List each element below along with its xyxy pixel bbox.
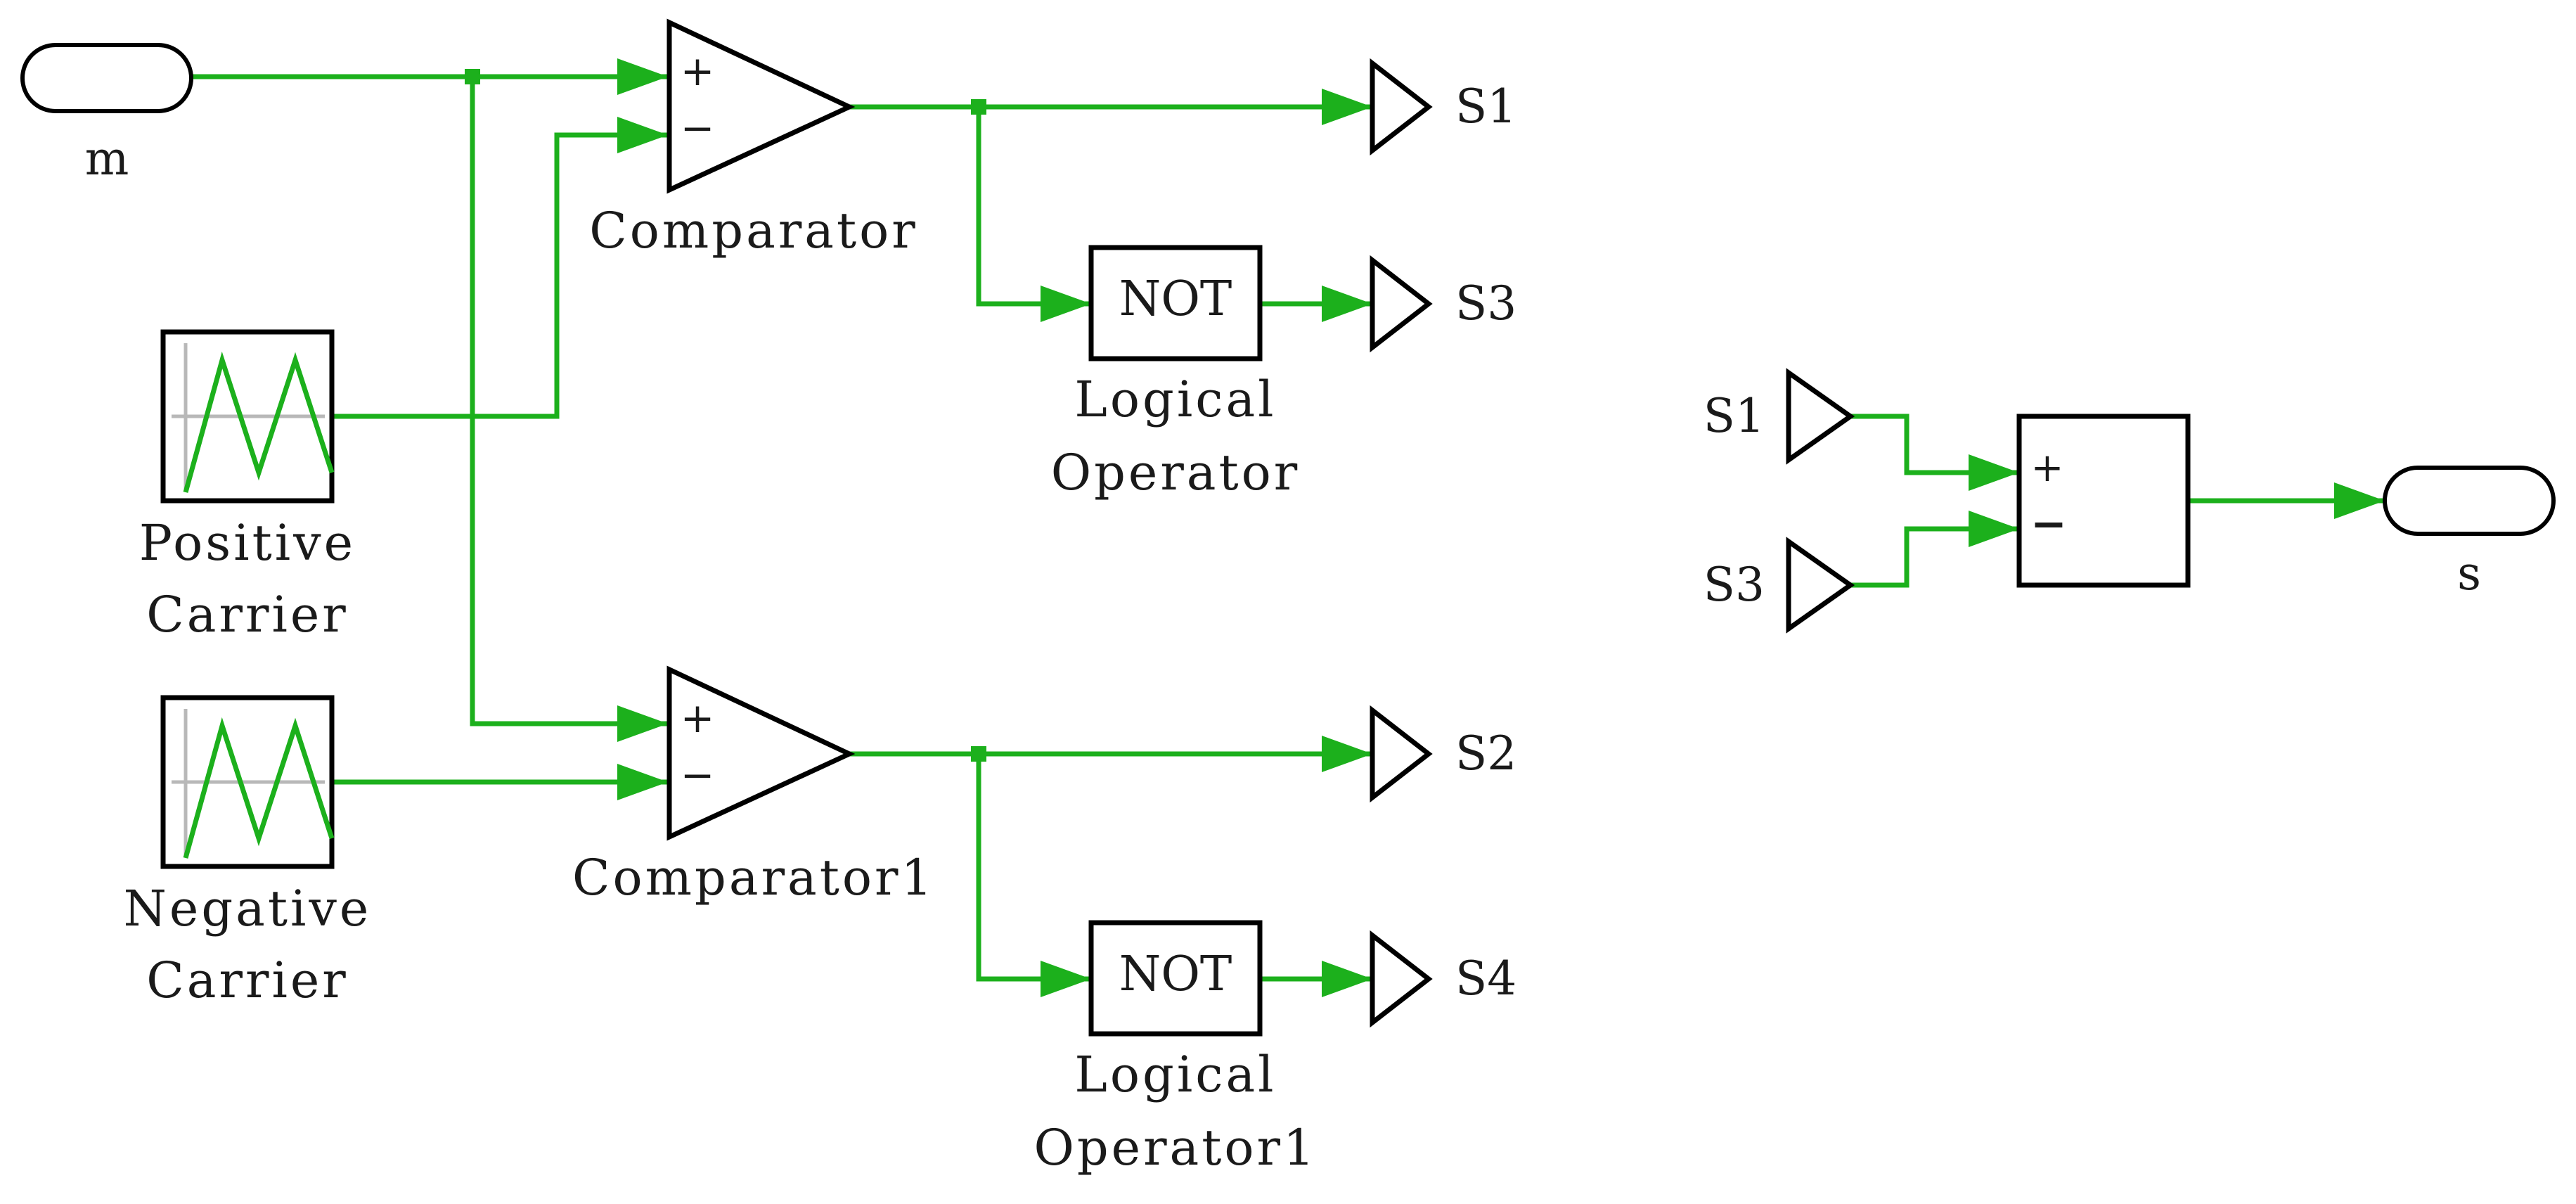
inport-shape[interactable] (20, 43, 193, 113)
goto-tag-label: S1 (1455, 79, 1516, 134)
carrier-label-line2: Carrier (146, 586, 349, 643)
comparator-triangle[interactable] (666, 18, 856, 194)
not-text: NOT (1119, 947, 1232, 1002)
goto-tag-label: S4 (1455, 952, 1516, 1006)
logical-operator-label-line2: Operator1 (1033, 1119, 1317, 1177)
comparator-minus-sign: − (681, 751, 715, 799)
goto-triangle[interactable] (1370, 58, 1433, 156)
comparator1-block[interactable]: + − Comparator1 (572, 665, 935, 907)
logical-operator-label-line2: Operator (1051, 444, 1301, 501)
wire-m-to-comparator1-plus[interactable] (470, 77, 668, 742)
comparator-plus-sign: + (681, 694, 715, 742)
comparator-plus-sign: + (681, 47, 715, 95)
wire-from-s3-to-sum-minus[interactable] (1850, 511, 2019, 588)
triangle-wave-icon (172, 709, 335, 859)
inport-m[interactable]: m (20, 43, 193, 186)
sum-block[interactable]: + − (2016, 414, 2191, 588)
branch-point (971, 746, 986, 762)
outport-s[interactable]: s (2383, 466, 2556, 601)
goto-tag-s2[interactable]: S2 (1370, 705, 1516, 803)
logical-operator1-block[interactable]: NOT Logical Operator1 (1033, 920, 1317, 1177)
triangle-wave-icon (172, 343, 335, 493)
goto-tag-label: S2 (1455, 726, 1516, 781)
from-tag-s3[interactable]: S3 (1704, 537, 1855, 634)
comparator-label: Comparator1 (572, 849, 935, 907)
outport-label: s (2457, 546, 2481, 601)
carrier-label-line1: Positive (139, 514, 356, 572)
carrier-label-line1: Negative (124, 880, 372, 937)
wire-comparator1-to-not1[interactable] (976, 754, 1091, 997)
logical-operator-label-line1: Logical (1074, 371, 1276, 428)
from-triangle[interactable] (1786, 537, 1855, 634)
comparator-triangle[interactable] (666, 665, 856, 841)
comparator-block[interactable]: + − Comparator (589, 18, 918, 260)
carrier-label-line2: Carrier (146, 952, 349, 1009)
branch-point (465, 69, 480, 84)
branch-point (971, 99, 986, 115)
not-block-frame[interactable] (1088, 245, 1263, 361)
sum-minus-sign: − (2030, 498, 2067, 549)
sum-block-frame[interactable] (2016, 414, 2191, 588)
wire-comparator-to-not[interactable] (976, 107, 1091, 322)
not-text: NOT (1119, 271, 1232, 327)
from-triangle[interactable] (1786, 368, 1855, 465)
wire-from-s1-to-sum-plus[interactable] (1850, 414, 2019, 491)
signal-lines (191, 58, 2385, 997)
goto-tag-s1[interactable]: S1 (1370, 58, 1516, 156)
not-block-frame[interactable] (1088, 920, 1263, 1037)
sum-plus-sign: + (2031, 445, 2064, 491)
wire-positive-carrier-to-comparator-minus[interactable] (332, 117, 668, 419)
goto-tag-s4[interactable]: S4 (1370, 930, 1516, 1028)
goto-tag-s3[interactable]: S3 (1370, 255, 1516, 353)
outport-shape[interactable] (2383, 466, 2556, 536)
negative-carrier-block[interactable]: Negative Carrier (124, 695, 372, 1009)
comparator-minus-sign: − (681, 104, 715, 152)
positive-carrier-block[interactable]: Positive Carrier (139, 329, 356, 643)
from-tag-s1[interactable]: S1 (1704, 368, 1855, 465)
logical-operator-block[interactable]: NOT Logical Operator (1051, 245, 1301, 501)
comparator-label: Comparator (589, 202, 918, 260)
logical-operator-label-line1: Logical (1074, 1046, 1276, 1103)
goto-tag-label: S3 (1455, 276, 1516, 331)
from-tag-label: S3 (1704, 558, 1765, 612)
from-tag-label: S1 (1704, 389, 1765, 443)
goto-triangle[interactable] (1370, 930, 1433, 1028)
inport-label: m (85, 132, 129, 186)
goto-triangle[interactable] (1370, 705, 1433, 803)
goto-triangle[interactable] (1370, 255, 1433, 353)
